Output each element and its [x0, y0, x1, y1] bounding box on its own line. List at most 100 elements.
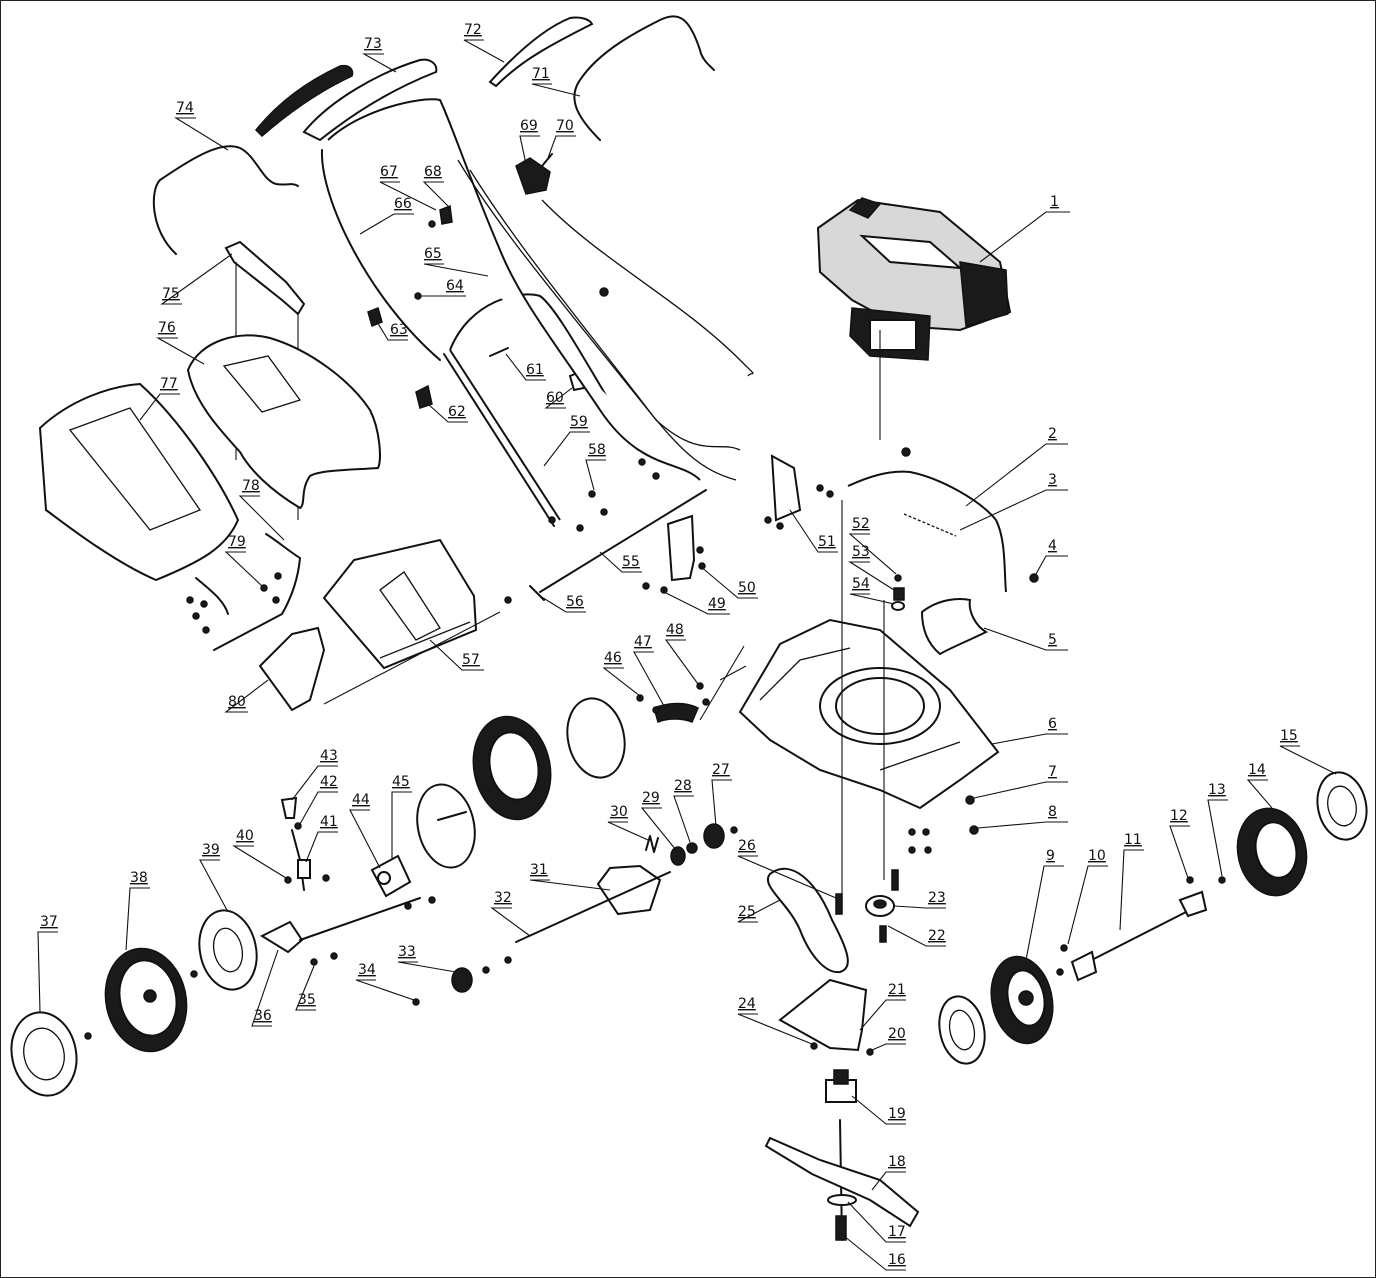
- callout-78: 78: [238, 478, 285, 541]
- callout-72-label: 72: [464, 22, 482, 38]
- callout-70: 70: [547, 118, 576, 159]
- part-grassbox-77: [38, 382, 240, 582]
- part-screw-42: [294, 822, 302, 830]
- callout-26: 26: [737, 838, 837, 899]
- part-bearing-28: [686, 842, 698, 854]
- callout-52: 52: [848, 516, 897, 575]
- part-deck: [738, 618, 1000, 810]
- callout-68: 68: [422, 164, 449, 207]
- callout-13: 13: [1207, 782, 1228, 877]
- callout-68-label: 68: [424, 164, 442, 180]
- callout-42: 42: [299, 774, 338, 825]
- callout-75: 75: [160, 253, 233, 305]
- part-wheel-9: [990, 955, 1054, 1045]
- callout-15-label: 15: [1280, 728, 1298, 744]
- callout-14: 14: [1246, 762, 1273, 809]
- callout-9-label: 9: [1046, 848, 1055, 864]
- callout-77-label: 77: [160, 376, 178, 392]
- callout-77: 77: [139, 376, 180, 421]
- callout-39: 39: [199, 842, 229, 913]
- callout-53-label: 53: [852, 544, 870, 560]
- part-blade-assembly: [764, 1069, 920, 1241]
- callout-23: 23: [893, 890, 946, 909]
- callout-30: 30: [607, 804, 649, 841]
- part-wheel-plate-39: [198, 909, 258, 991]
- callout-19: 19: [851, 1095, 906, 1125]
- part-height-adjuster-36: [259, 920, 304, 954]
- part-knob-43: [280, 796, 298, 819]
- part-front-axle: [515, 871, 671, 943]
- part-upper-handle-66: [327, 98, 701, 481]
- callout-27: 27: [711, 762, 732, 827]
- callout-50: 50: [699, 565, 758, 599]
- part-key-20: [866, 1048, 874, 1056]
- callout-6-label: 6: [1048, 716, 1057, 732]
- part-bearing-29: [670, 846, 686, 866]
- callout-59: 59: [543, 414, 590, 467]
- part-wheel-cap-15: [1316, 771, 1368, 841]
- callout-3: 3: [959, 472, 1068, 531]
- callout-76: 76: [155, 320, 205, 365]
- part-spacer-53: [893, 587, 905, 601]
- callout-32-label: 32: [494, 890, 512, 906]
- callout-60-label: 60: [546, 390, 564, 406]
- callout-16-label: 16: [888, 1252, 906, 1268]
- callout-12-label: 12: [1170, 808, 1188, 824]
- part-grassbox-handle-75: [224, 240, 306, 316]
- part-blade-holder-21: [778, 978, 868, 1052]
- callout-55-label: 55: [622, 554, 640, 570]
- callout-49-label: 49: [708, 596, 726, 612]
- callout-62: 62: [427, 403, 468, 423]
- part-bracket-51: [770, 454, 802, 522]
- callout-16: 16: [843, 1235, 906, 1271]
- callout-47: 47: [633, 634, 665, 707]
- part-nut-40: [284, 876, 292, 884]
- callout-38: 38: [125, 870, 150, 951]
- callout-47-label: 47: [634, 634, 652, 650]
- callout-10: 10: [1067, 848, 1108, 945]
- part-knob-63: [367, 306, 383, 328]
- callout-57: 57: [429, 639, 484, 671]
- callout-45-label: 45: [392, 774, 410, 790]
- callout-54: 54: [849, 576, 895, 605]
- part-bracket-45: [370, 854, 412, 898]
- callout-29-label: 29: [642, 790, 660, 806]
- callout-36-label: 36: [254, 1008, 272, 1024]
- part-rear-shield-57: [322, 538, 478, 670]
- callout-53: 53: [848, 544, 895, 591]
- callout-64: 64: [420, 278, 466, 297]
- callout-21: 21: [859, 982, 906, 1031]
- callout-72: 72: [463, 22, 505, 63]
- callout-24: 24: [737, 996, 813, 1045]
- callout-80-label: 80: [228, 694, 246, 710]
- part-disc: [416, 783, 476, 869]
- part-pin-56: [529, 585, 545, 601]
- part-bracket-50: [666, 514, 696, 582]
- callout-71-label: 71: [532, 66, 550, 82]
- callout-34-label: 34: [358, 962, 376, 978]
- callout-12: 12: [1169, 808, 1190, 879]
- part-frame-78: [213, 533, 301, 651]
- part-washer-54: [891, 601, 905, 611]
- part-rod-55: [539, 489, 707, 593]
- callout-66-label: 66: [394, 196, 412, 212]
- callout-4: 4: [1035, 538, 1068, 575]
- callout-23-label: 23: [928, 890, 946, 906]
- callout-71: 71: [531, 66, 581, 97]
- part-spring-30: [645, 835, 659, 853]
- callout-65-label: 65: [424, 246, 442, 262]
- callout-3-label: 3: [1048, 472, 1057, 488]
- part-wheel-38: [104, 947, 188, 1053]
- callout-15: 15: [1279, 728, 1337, 775]
- callout-36: 36: [251, 949, 279, 1027]
- callout-75-label: 75: [162, 286, 180, 302]
- callout-11-label: 11: [1124, 832, 1142, 848]
- part-grip-72: [488, 16, 594, 88]
- callout-37-label: 37: [40, 914, 58, 930]
- callout-58: 58: [585, 442, 606, 491]
- callout-25: 25: [737, 899, 781, 923]
- part-cable-65: [457, 159, 737, 481]
- callout-17: 17: [847, 1201, 906, 1243]
- part-knob-62: [415, 384, 433, 409]
